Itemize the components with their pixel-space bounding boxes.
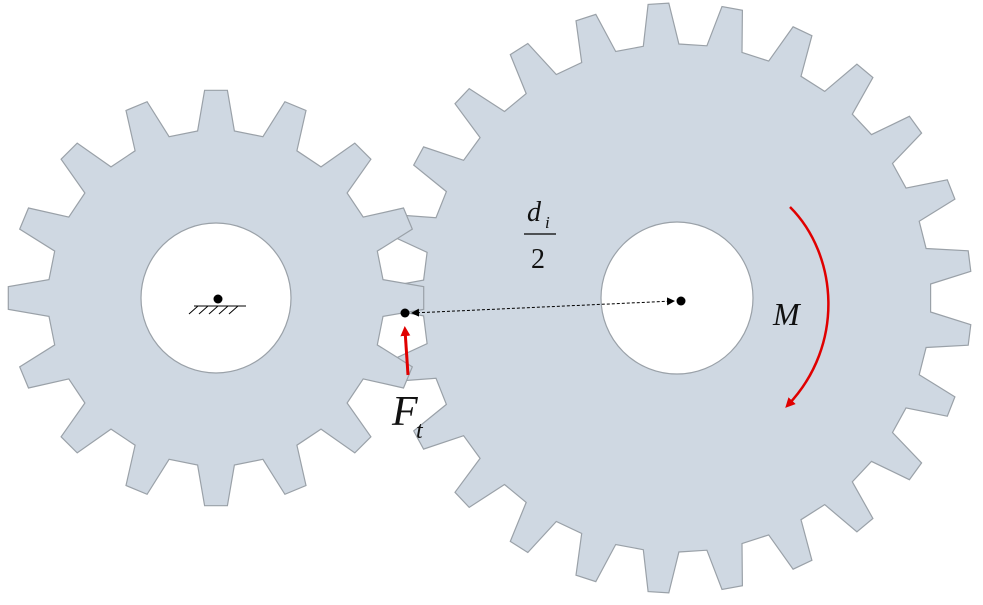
small-gear: [7, 89, 425, 507]
large-gear-pivot: [676, 296, 686, 306]
contact-point: [400, 308, 410, 318]
fixed-support-icon: [188, 294, 246, 315]
radius-label: d i 2: [524, 197, 556, 275]
moment-arrow: [785, 206, 830, 408]
large-gear: [381, 2, 972, 594]
radius-denominator: 2: [531, 244, 545, 275]
force-label-subscript: t: [416, 418, 424, 444]
radius-dimension-line: [411, 297, 675, 317]
moment-label: M: [772, 296, 802, 332]
radius-numerator: d: [527, 197, 542, 228]
tangential-force-arrow: [400, 326, 411, 376]
force-label: F t: [391, 389, 424, 444]
radius-numerator-subscript: i: [545, 213, 550, 232]
force-label-main: F: [391, 389, 418, 435]
